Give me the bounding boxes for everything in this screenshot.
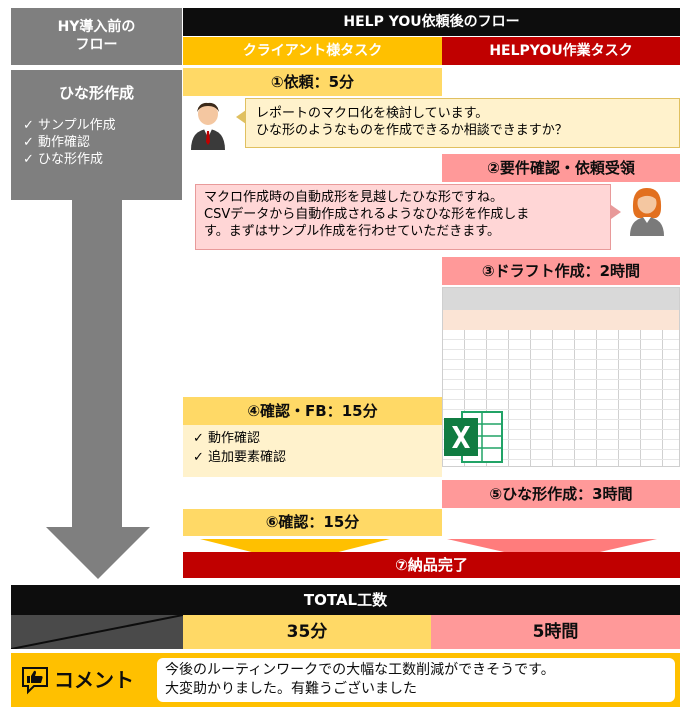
- total-helpyou-time: 5時間: [431, 615, 680, 649]
- before-item: ✓ ひな形作成: [23, 152, 104, 167]
- step-1-request: ①依頼：5分: [183, 68, 442, 96]
- comment-text: 今後のルーティンワークでの大幅な工数削減ができそうです。 大変助かりました。有難…: [157, 658, 675, 702]
- before-flow-panel: ひな形作成 ✓ サンプル作成 ✓ 動作確認 ✓ ひな形作成: [11, 70, 182, 200]
- total-before-cell: [10, 614, 184, 650]
- excel-icon: [442, 408, 504, 466]
- comment-line: 大変助かりました。有難うございました: [165, 681, 417, 697]
- checklist-item: ✓ 動作確認: [193, 431, 261, 446]
- businessman-icon: [189, 100, 227, 154]
- helpyou-task-column-header: HELPYOU作業タスク: [442, 37, 680, 65]
- review-checklist: ✓ 動作確認 ✓ 追加要素確認: [183, 425, 442, 477]
- woman-staff-icon: [628, 186, 666, 240]
- client-bubble-tail: [236, 110, 246, 124]
- helpyou-message-line: す。まずはサンプル作成を行わせていただきます。: [204, 224, 501, 239]
- step-6-confirm: ⑥確認：15分: [183, 509, 442, 536]
- comment-label: コメント: [20, 663, 134, 697]
- after-flow-header: HELP YOU依頼後のフロー: [183, 8, 680, 36]
- before-flow-title: ひな形作成: [58, 84, 134, 102]
- step-3-draft: ③ドラフト作成：2時間: [442, 257, 680, 285]
- helpyou-message-bubble: マクロ作成時の自動成形を見越したひな形ですね。 CSVデータから自動作成されるよ…: [195, 184, 611, 250]
- step-5-template: ⑤ひな形作成：3時間: [442, 480, 680, 508]
- helpyou-message-line: CSVデータから自動作成されるようなひな形を作成しま: [204, 207, 530, 222]
- before-flow-arrow-head: [46, 527, 150, 579]
- client-message-line: ひな形のようなものを作成できるか相談できますか？: [256, 123, 568, 138]
- step-4-review-feedback: ④確認・FB：15分: [183, 397, 442, 425]
- step-7-delivery-complete: ⑦納品完了: [183, 552, 680, 578]
- client-message-bubble: レポートのマクロ化を検討しています。 ひな形のようなものを作成できるか相談できま…: [245, 98, 680, 148]
- before-item: ✓ 動作確認: [23, 135, 91, 150]
- spreadsheet-column-headers: [443, 310, 679, 330]
- spreadsheet-header-band: [443, 288, 679, 310]
- helpyou-message-line: マクロ作成時の自動成形を見越したひな形ですね。: [204, 190, 504, 205]
- client-task-column-header: クライアント様タスク: [183, 37, 442, 65]
- step-2-requirement-check: ②要件確認・依頼受領: [442, 154, 680, 182]
- total-effort-header: TOTAL工数: [11, 585, 680, 615]
- thumbs-up-comment-icon: [22, 667, 48, 695]
- client-message-line: レポートのマクロ化を検討しています。: [256, 106, 489, 121]
- before-item: ✓ サンプル作成: [23, 118, 116, 133]
- total-client-time: 35分: [183, 615, 431, 649]
- helpyou-bubble-tail: [611, 205, 621, 219]
- before-flow-header: HY導入前の フロー: [11, 8, 182, 65]
- checklist-item: ✓ 追加要素確認: [193, 450, 287, 465]
- comment-label-text: コメント: [54, 668, 134, 692]
- before-flow-list: ✓ サンプル作成 ✓ 動作確認 ✓ ひな形作成: [23, 117, 182, 168]
- before-flow-arrow-shaft: [72, 200, 122, 528]
- comment-line: 今後のルーティンワークでの大幅な工数削減ができそうです。: [165, 662, 555, 678]
